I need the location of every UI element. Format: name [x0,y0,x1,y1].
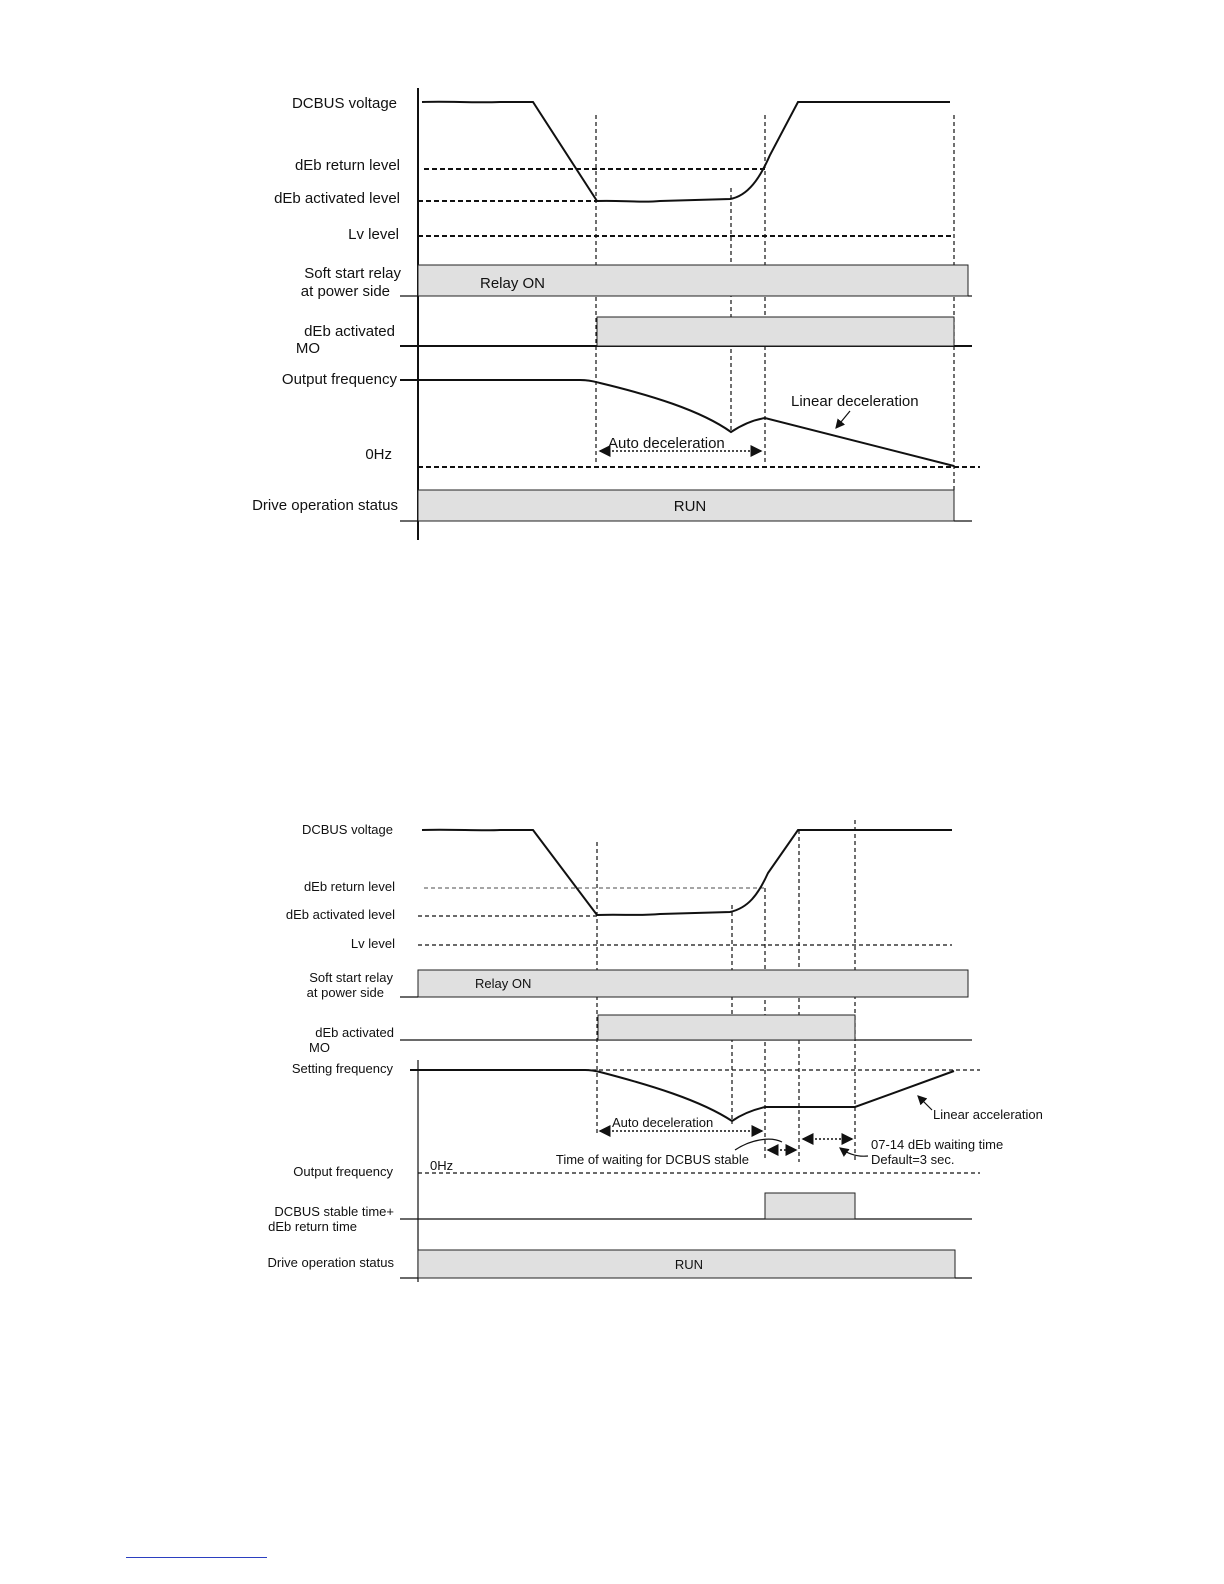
linear-accel-pointer [917,1095,933,1111]
dcbus-stable-bar [764,1192,856,1220]
dcbus-voltage-curve [421,100,950,203]
label-zero-hz: 0Hz [365,446,392,463]
relay2-on-text: Relay ON [475,976,531,991]
linear-decel-text: Linear deceleration [791,393,919,410]
label-deb-return-level: dEb return level [295,157,400,174]
output2-frequency-curve [410,1069,955,1123]
label-dcbus-voltage: DCBUS voltage [292,95,397,112]
run2-text: RUN [675,1257,703,1272]
deb-mo-active-bar [596,316,955,347]
label2-lv-level: Lv level [351,936,395,951]
label2-soft-start-relay-line1: Soft start relay [309,970,393,985]
label-deb-activated-level: dEb activated level [274,190,400,207]
label2-output-frequency: Output frequency [293,1164,393,1179]
run-bar [417,489,955,522]
label2-drive-status: Drive operation status [268,1255,395,1270]
label2-dcbus-stable-line1: DCBUS stable time+ [274,1204,394,1219]
label2-soft-start-relay-line2: at power side [307,985,384,1000]
time-waiting-text: Time of waiting for DCBUS stable [556,1152,749,1167]
signal-labels-2: DCBUS voltage dEb return level dEb activ… [268,822,396,1270]
output-frequency-curve [400,379,955,467]
auto2-decel-text: Auto deceleration [612,1115,713,1130]
zero2-hz-text: 0Hz [430,1158,453,1173]
label2-deb-return-level: dEb return level [304,879,395,894]
dcbus2-voltage-curve [421,828,952,917]
label-drive-status: Drive operation status [252,497,398,514]
time-waiting-pointer [734,1138,783,1151]
label2-dcbus-voltage: DCBUS voltage [302,822,393,837]
deb-waiting-pointer [839,1147,869,1157]
auto-decel-text: Auto deceleration [608,435,725,452]
label-deb-activated-mo-line2: MO [296,340,320,357]
label2-deb-activated-level: dEb activated level [286,907,395,922]
label-soft-start-relay-line1: Soft start relay [304,265,401,282]
linear-decel-pointer [835,410,851,429]
deb-waiting-text-line2: Default=3 sec. [871,1152,954,1167]
label-output-frequency: Output frequency [282,371,398,388]
label2-setting-frequency: Setting frequency [292,1061,394,1076]
run-text: RUN [674,498,707,515]
deb2-mo-active-bar [597,1014,856,1041]
relay2-on-bar [417,969,969,998]
run2-bar [417,1249,956,1279]
label-deb-activated-mo-line1: dEb activated [304,323,395,340]
label2-deb-activated-mo-line2: MO [309,1040,330,1055]
relay-on-text: Relay ON [480,275,545,292]
label-soft-start-relay-line2: at power side [301,283,390,300]
diagram-1: DCBUS voltage dEb return level dEb activ… [252,88,980,540]
footer-underline-link[interactable] [126,1557,267,1558]
deb-waiting-text-line1: 07-14 dEb waiting time [871,1137,1003,1152]
signal-labels-1: DCBUS voltage dEb return level dEb activ… [252,95,401,514]
relay-on-bar [417,264,969,297]
label2-deb-activated-mo-line1: dEb activated [315,1025,394,1040]
label2-dcbus-stable-line2: dEb return time [268,1219,357,1234]
label-lv-level: Lv level [348,226,399,243]
diagram-2: DCBUS voltage dEb return level dEb activ… [268,820,1043,1282]
linear-accel-text: Linear acceleration [933,1107,1043,1122]
